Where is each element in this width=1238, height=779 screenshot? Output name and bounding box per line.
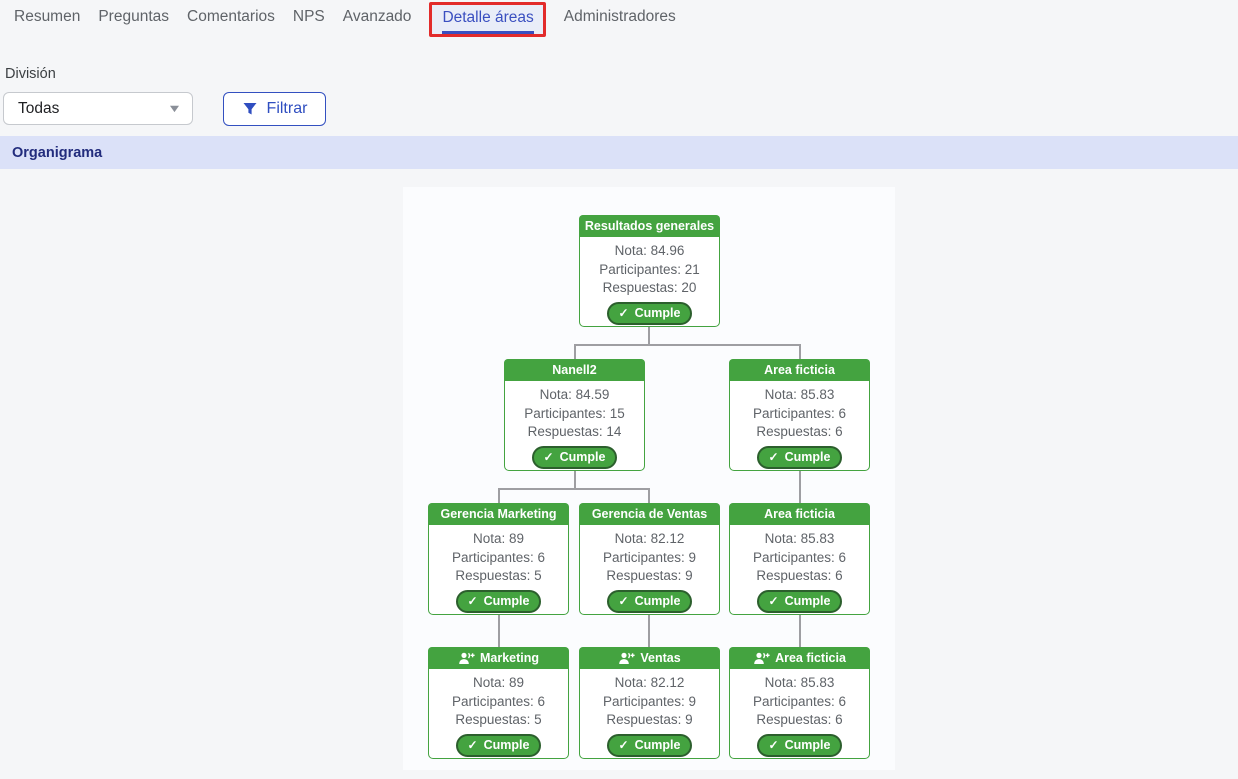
respuestas-value: Respuestas: 5: [455, 712, 542, 727]
connector-line: [574, 471, 576, 488]
check-icon: ✓: [618, 593, 629, 608]
org-chart-panel: Resultados generales Nota: 84.96 Partici…: [403, 187, 895, 770]
org-node-title: Ventas: [640, 651, 681, 665]
participantes-value: Participantes: 9: [602, 693, 697, 709]
division-label: División: [5, 66, 56, 82]
respuestas-value: Respuestas: 20: [602, 280, 697, 295]
organigrama-header: Organigrama: [0, 136, 1238, 169]
check-icon: ✓: [768, 737, 779, 752]
org-node-area-ficticia[interactable]: Area ficticia Nota: 85.83 Participantes:…: [729, 503, 870, 615]
participantes-value: Participantes: 6: [451, 549, 546, 565]
check-icon: ✓: [467, 737, 478, 752]
check-icon: ✓: [618, 737, 629, 752]
org-node-title: Gerencia de Ventas: [579, 503, 720, 525]
connector-line: [498, 488, 650, 490]
cumple-badge[interactable]: ✓Cumple: [606, 733, 693, 757]
connector-line: [498, 615, 500, 647]
respuestas-value: Respuestas: 9: [606, 568, 693, 583]
tab-resumen[interactable]: Resumen: [14, 8, 81, 25]
nota-value: Nota: 84.59: [539, 387, 610, 402]
org-node-resultados-generales[interactable]: Resultados generales Nota: 84.96 Partici…: [579, 215, 720, 327]
participantes-value: Participantes: 6: [752, 693, 847, 709]
connector-line: [648, 615, 650, 647]
org-node-title: Area ficticia: [729, 503, 870, 525]
respuestas-value: Respuestas: 6: [756, 568, 843, 583]
person-plus-icon: [754, 652, 770, 664]
tab-comentarios[interactable]: Comentarios: [187, 8, 275, 25]
participantes-value: Participantes: 6: [752, 549, 847, 565]
chevron-down-icon: ▼: [166, 102, 183, 115]
filter-button[interactable]: Filtrar: [223, 92, 326, 126]
participantes-value: Participantes: 21: [599, 261, 700, 277]
tab-administradores[interactable]: Administradores: [563, 8, 676, 25]
tab-preguntas[interactable]: Preguntas: [98, 8, 170, 25]
nota-value: Nota: 82.12: [614, 675, 685, 690]
org-node-title: Gerencia Marketing: [428, 503, 569, 525]
respuestas-value: Respuestas: 6: [756, 712, 843, 727]
nota-value: Nota: 84.96: [614, 243, 685, 258]
participantes-value: Participantes: 6: [752, 405, 847, 421]
check-icon: ✓: [768, 593, 779, 608]
connector-line: [574, 344, 576, 359]
connector-line: [799, 615, 801, 647]
cumple-badge[interactable]: ✓Cumple: [455, 589, 542, 613]
participantes-value: Participantes: 9: [602, 549, 697, 565]
tab-bar: Resumen Preguntas Comentarios NPS Avanza…: [0, 0, 1238, 40]
connector-line: [648, 327, 650, 344]
division-selected-value: Todas: [18, 99, 60, 117]
respuestas-value: Respuestas: 5: [455, 568, 542, 583]
org-node-marketing[interactable]: Marketing Nota: 89 Participantes: 6 Resp…: [428, 647, 569, 759]
cumple-badge[interactable]: ✓Cumple: [756, 445, 843, 469]
tab-avanzado[interactable]: Avanzado: [342, 8, 412, 25]
tab-nps[interactable]: NPS: [292, 8, 325, 25]
participantes-value: Participantes: 15: [524, 405, 625, 421]
org-node-title: Resultados generales: [579, 215, 720, 237]
org-node-nanell2[interactable]: Nanell2 Nota: 84.59 Participantes: 15 Re…: [504, 359, 645, 471]
cumple-badge[interactable]: ✓Cumple: [531, 445, 618, 469]
tab-detalle-areas[interactable]: Detalle áreas: [442, 7, 534, 34]
respuestas-value: Respuestas: 6: [756, 424, 843, 439]
org-node-title: Marketing: [479, 651, 540, 665]
org-node-gerencia-de-ventas[interactable]: Gerencia de Ventas Nota: 82.12 Participa…: [579, 503, 720, 615]
org-node-title: Area ficticia: [775, 651, 846, 665]
participantes-value: Participantes: 6: [451, 693, 546, 709]
connector-line: [799, 344, 801, 359]
org-node-gerencia-marketing[interactable]: Gerencia Marketing Nota: 89 Participante…: [428, 503, 569, 615]
nota-value: Nota: 85.83: [764, 387, 835, 402]
nota-value: Nota: 85.83: [764, 675, 835, 690]
org-node-title: Nanell2: [504, 359, 645, 381]
nota-value: Nota: 82.12: [614, 531, 685, 546]
org-node-title: Area ficticia: [729, 359, 870, 381]
annotation-red-box: Detalle áreas: [429, 2, 546, 37]
filter-icon: [243, 103, 257, 115]
cumple-badge[interactable]: ✓Cumple: [606, 589, 693, 613]
division-select[interactable]: Todas ▼: [3, 92, 193, 125]
connector-line: [648, 488, 650, 503]
org-node-area-ficticia[interactable]: Area ficticia Nota: 85.83 Participantes:…: [729, 359, 870, 471]
cumple-badge[interactable]: ✓Cumple: [606, 301, 693, 325]
nota-value: Nota: 89: [472, 675, 525, 690]
respuestas-value: Respuestas: 14: [527, 424, 622, 439]
org-node-area-ficticia[interactable]: Area ficticia Nota: 85.83 Participantes:…: [729, 647, 870, 759]
connector-line: [498, 488, 500, 503]
organigrama-title: Organigrama: [12, 144, 103, 161]
connector-line: [574, 344, 801, 346]
person-plus-icon: [619, 652, 635, 664]
respuestas-value: Respuestas: 9: [606, 712, 693, 727]
check-icon: ✓: [467, 593, 478, 608]
nota-value: Nota: 85.83: [764, 531, 835, 546]
org-node-ventas[interactable]: Ventas Nota: 82.12 Participantes: 9 Resp…: [579, 647, 720, 759]
person-plus-icon: [459, 652, 475, 664]
cumple-badge[interactable]: ✓Cumple: [455, 733, 542, 757]
filter-button-label: Filtrar: [266, 100, 308, 117]
cumple-badge[interactable]: ✓Cumple: [756, 589, 843, 613]
connector-line: [799, 471, 801, 503]
cumple-badge[interactable]: ✓Cumple: [756, 733, 843, 757]
nota-value: Nota: 89: [472, 531, 525, 546]
check-icon: ✓: [543, 449, 554, 464]
check-icon: ✓: [618, 305, 629, 320]
check-icon: ✓: [768, 449, 779, 464]
